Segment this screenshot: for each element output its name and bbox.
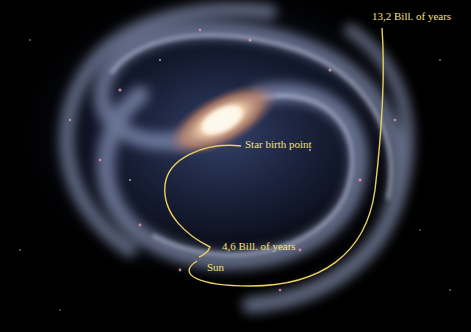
sun-label: Sun	[207, 261, 224, 274]
birth-point-label: Star birth point	[245, 138, 312, 151]
spiral-arm	[102, 30, 398, 305]
sun-path	[165, 28, 383, 286]
arm-highlight	[112, 35, 391, 198]
outer-path-line	[189, 28, 383, 286]
star-clusters	[69, 29, 397, 292]
stars	[19, 39, 451, 310]
spiral-arms	[67, 10, 408, 305]
galactic-core	[197, 100, 246, 140]
galactic-bulge	[155, 68, 289, 172]
spiral-arm	[106, 92, 359, 260]
age-label: 13,2 Bill. of years	[372, 10, 451, 23]
arm-highlights	[112, 35, 391, 254]
age-label: 4,6 Bill. of years	[222, 240, 296, 253]
